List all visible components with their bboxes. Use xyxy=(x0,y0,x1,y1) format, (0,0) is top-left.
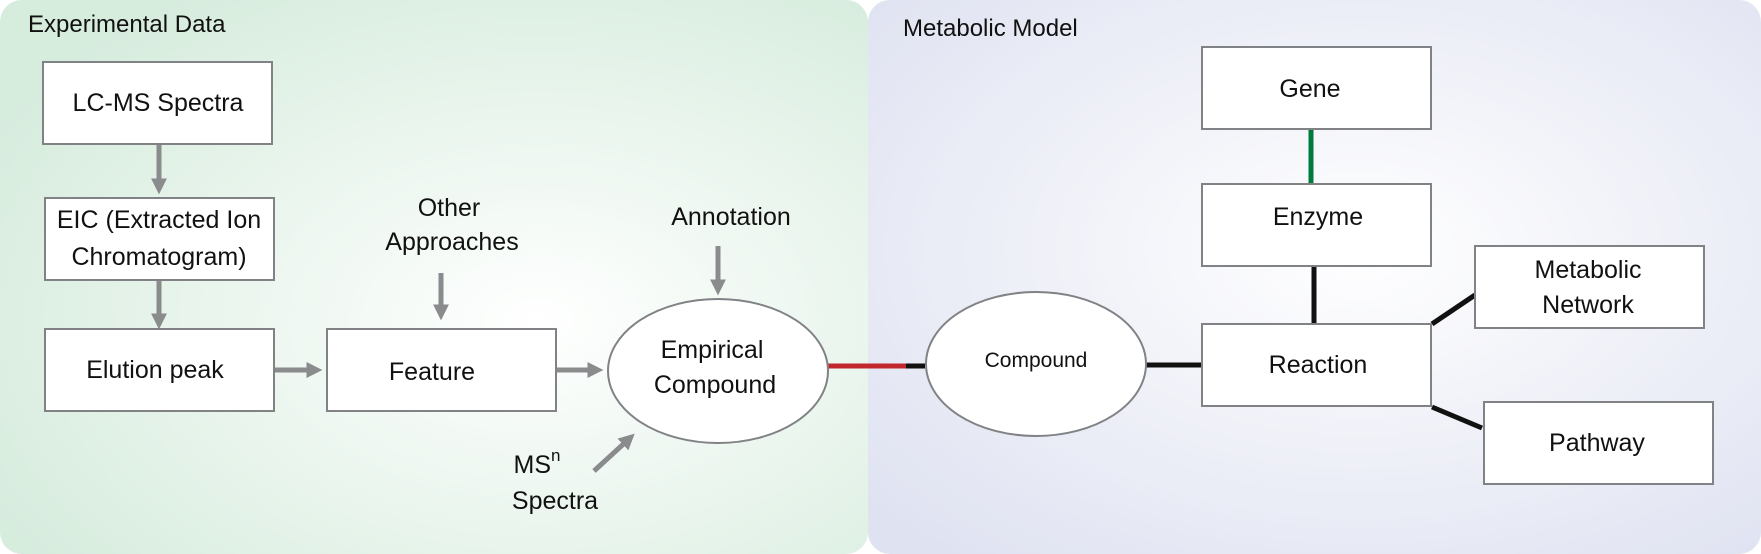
lcms-spectra-label: LC-MS Spectra xyxy=(73,89,244,117)
empirical-compound-node xyxy=(607,298,829,444)
feature-label: Feature xyxy=(389,358,475,386)
metabolic-network-label-line1: Metabolic xyxy=(1535,256,1642,284)
lcms-spectra-box xyxy=(42,61,273,145)
eic-box xyxy=(44,197,275,281)
compound-label: Compound xyxy=(985,349,1088,372)
eic-label-line2: Chromatogram) xyxy=(71,243,246,271)
link-reaction-to-pathway xyxy=(1431,404,1483,431)
elution-peak-label: Elution peak xyxy=(86,356,224,384)
feature-box xyxy=(326,328,557,412)
pathway-box xyxy=(1483,401,1714,485)
enzyme-box xyxy=(1201,183,1432,267)
pathway-label: Pathway xyxy=(1549,429,1645,457)
metabolic-model-title: Metabolic Model xyxy=(903,15,1078,42)
reaction-box xyxy=(1201,323,1432,407)
empirical-compound-label-line1: Empirical xyxy=(661,336,764,364)
msn-spectra-label-line1: MSn xyxy=(514,446,561,479)
link-reaction-to-network xyxy=(1430,292,1477,327)
metabolic-network-box xyxy=(1474,245,1705,329)
empirical-compound-label-line2: Compound xyxy=(654,371,776,399)
msn-spectra-label-line2: Spectra xyxy=(512,487,598,515)
annotation-label: Annotation xyxy=(671,203,791,231)
other-approaches-label-line2: Approaches xyxy=(385,228,518,256)
eic-label-line1: EIC (Extracted Ion xyxy=(57,206,261,234)
experimental-data-title: Experimental Data xyxy=(28,11,226,38)
other-approaches-label-line1: Other xyxy=(418,194,481,222)
elution-peak-box xyxy=(44,328,275,412)
enzyme-label: Enzyme xyxy=(1273,203,1363,231)
gene-box xyxy=(1201,46,1432,130)
arrow-msn-to-empirical xyxy=(592,433,635,473)
reaction-label: Reaction xyxy=(1269,351,1368,379)
gene-label: Gene xyxy=(1279,75,1340,103)
metabolic-network-label-line2: Network xyxy=(1542,291,1634,319)
compound-node xyxy=(925,291,1147,437)
